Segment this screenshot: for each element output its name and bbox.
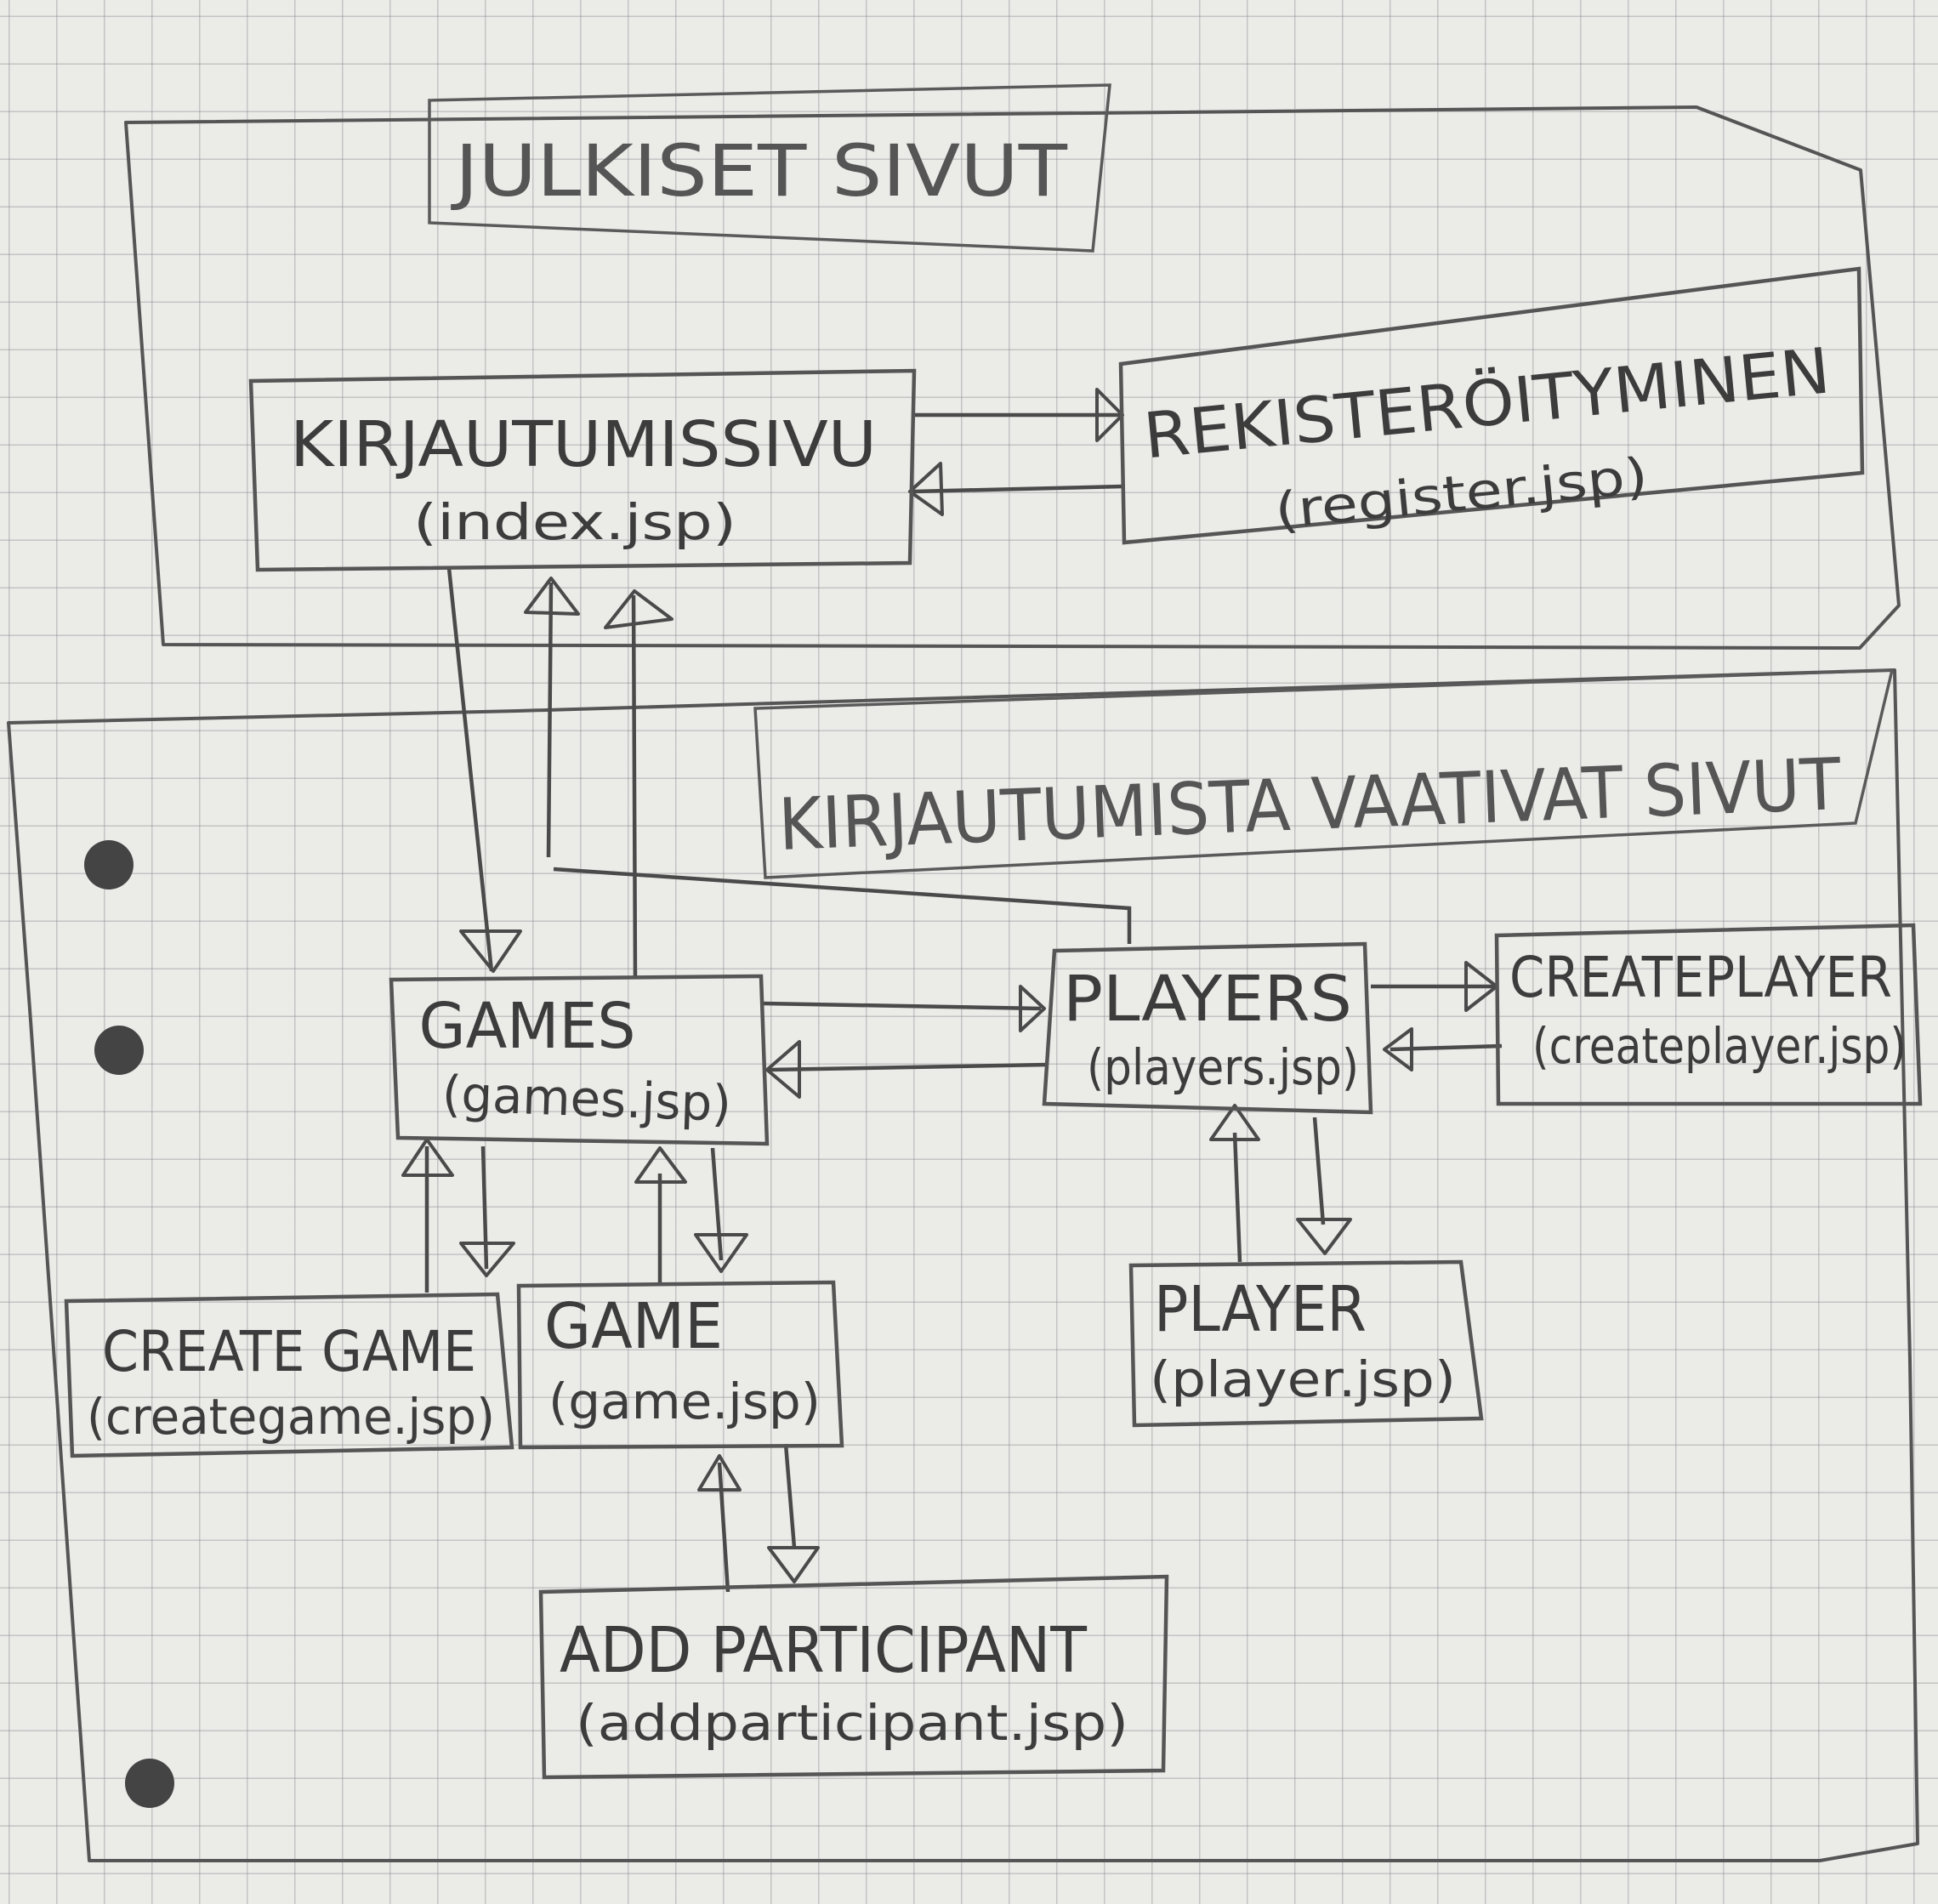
node-games: GAMES (games.jsp)	[389, 974, 770, 1146]
node-addparticipant-file: (addparticipant.jsp)	[576, 1694, 1128, 1752]
public-section-title-box	[428, 83, 1111, 253]
node-player-file: (player.jsp)	[1150, 1350, 1456, 1408]
node-creategame-file: (creategame.jsp)	[87, 1388, 495, 1446]
node-createplayer-title: CREATEPLAYER	[1509, 945, 1892, 1010]
node-game-title: GAME	[544, 1290, 723, 1363]
connectors	[424, 412, 1503, 1593]
binder-hole	[84, 840, 134, 889]
node-createplayer-file: (createplayer.jsp)	[1532, 1017, 1907, 1075]
node-game-file: (game.jsp)	[548, 1373, 821, 1430]
node-login: KIRJAUTUMISSIVU (index.jsp)	[248, 368, 917, 572]
node-player-title: PLAYER	[1154, 1273, 1367, 1346]
node-games-file: (games.jsp)	[441, 1065, 732, 1133]
public-section-title: JULKISET SIVUT	[450, 129, 1067, 213]
node-register: REKISTERÖITYMINEN (register.jsp)	[1118, 266, 1865, 545]
node-register-file: (register.jsp)	[1272, 446, 1650, 540]
protected-pages-region	[7, 668, 1919, 1862]
protected-section-title: KIRJAUTUMISTA VAATIVAT SIVUT	[777, 742, 1843, 867]
binder-hole	[125, 1759, 174, 1808]
node-creategame-title: CREATE GAME	[102, 1319, 476, 1384]
public-pages-region	[124, 105, 1901, 650]
node-players-title: PLAYERS	[1063, 963, 1352, 1036]
node-players: PLAYERS (players.jsp)	[1042, 941, 1373, 1115]
node-addparticipant: ADD PARTICIPANT (addparticipant.jsp)	[538, 1574, 1169, 1780]
arrowheads	[401, 388, 1498, 1583]
node-players-file: (players.jsp)	[1087, 1038, 1359, 1096]
protected-section-title-box	[753, 668, 1895, 879]
node-createplayer: CREATEPLAYER (createplayer.jsp)	[1494, 923, 1923, 1106]
node-creategame: CREATE GAME (creategame.jsp)	[64, 1292, 514, 1458]
node-game: GAME (game.jsp)	[516, 1280, 844, 1450]
node-register-title: REKISTERÖITYMINEN	[1140, 333, 1833, 473]
binder-hole	[94, 1026, 144, 1075]
node-addparticipant-title: ADD PARTICIPANT	[560, 1614, 1088, 1687]
node-player: PLAYER (player.jsp)	[1128, 1259, 1484, 1428]
node-games-title: GAMES	[419, 990, 636, 1063]
node-login-file: (index.jsp)	[413, 493, 736, 551]
node-login-title: KIRJAUTUMISSIVU	[290, 408, 877, 481]
